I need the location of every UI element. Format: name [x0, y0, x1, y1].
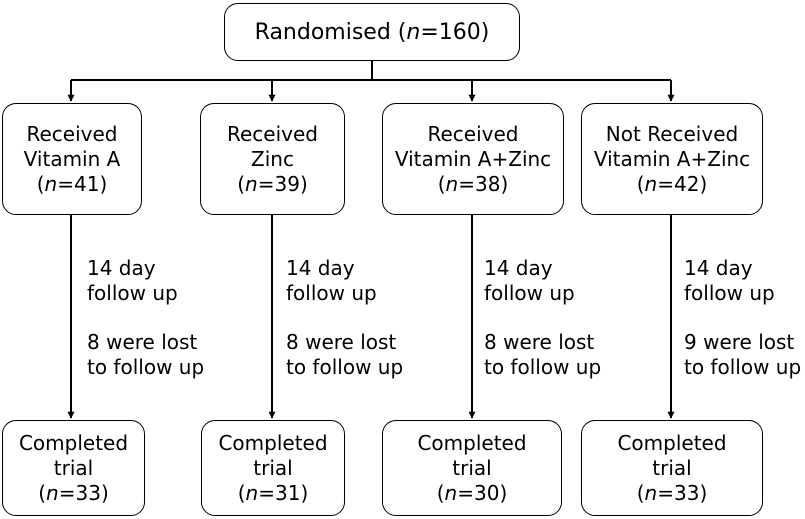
- followup-note: 14 day follow up 9 were lost to follow u…: [684, 256, 801, 380]
- completed-box: Completed trial (n=33): [2, 420, 145, 516]
- completed-line2: trial: [652, 455, 692, 480]
- completed-line2: trial: [452, 455, 492, 480]
- lost-line2: to follow up: [286, 355, 404, 379]
- group-box-vitamin-a-zinc: Received Vitamin A+Zinc (n=38): [382, 103, 564, 215]
- n-symbol: n: [44, 171, 58, 196]
- group-count-value: =38): [458, 171, 509, 196]
- followup-note: 14 day follow up 8 were lost to follow u…: [87, 256, 204, 380]
- group-count-value: =41): [57, 171, 108, 196]
- followup-note: 14 day follow up 8 were lost to follow u…: [484, 256, 601, 380]
- followup-line1: 14 day: [684, 256, 753, 280]
- followup-line1: 14 day: [484, 256, 553, 280]
- followup-line2: follow up: [87, 281, 178, 305]
- randomised-count: =160): [420, 19, 490, 45]
- completed-line1: Completed: [218, 430, 328, 455]
- completed-count-value: =31): [258, 480, 309, 505]
- completed-count-value: =33): [58, 480, 109, 505]
- group-count: (n=42): [636, 171, 708, 196]
- group-count: (n=41): [36, 171, 108, 196]
- completed-count-value: =30): [457, 480, 508, 505]
- completed-box: Completed trial (n=30): [382, 420, 562, 516]
- lost-line1: 8 were lost: [484, 330, 595, 354]
- group-label-line2: Vitamin A+Zinc: [394, 146, 552, 171]
- n-symbol: n: [444, 480, 458, 505]
- group-box-zinc: Received Zinc (n=39): [200, 103, 345, 215]
- group-label-line2: Vitamin A: [23, 146, 121, 171]
- n-symbol: n: [245, 480, 259, 505]
- n-symbol: n: [46, 480, 59, 505]
- completed-line2: trial: [253, 455, 293, 480]
- randomised-line: Randomised (n=160): [254, 19, 490, 45]
- group-label-line1: Received: [26, 121, 118, 146]
- group-label-line1: Received: [227, 121, 318, 146]
- completed-line1: Completed: [617, 430, 727, 455]
- group-count-value: =42): [657, 171, 708, 196]
- completed-count: (n=33): [636, 480, 708, 505]
- followup-line2: follow up: [286, 281, 377, 305]
- completed-line1: Completed: [18, 430, 129, 455]
- completed-count: (n=30): [436, 480, 508, 505]
- lost-line1: 9 were lost: [684, 330, 795, 354]
- completed-count-value: =33): [657, 480, 708, 505]
- n-symbol: n: [644, 480, 658, 505]
- n-symbol: n: [445, 171, 459, 196]
- group-box-not-received: Not Received Vitamin A+Zinc (n=42): [581, 103, 763, 215]
- group-count: (n=39): [237, 171, 308, 196]
- lost-line2: to follow up: [484, 355, 602, 379]
- group-box-vitamin-a: Received Vitamin A (n=41): [2, 103, 142, 215]
- lost-line1: 8 were lost: [286, 330, 397, 354]
- group-count: (n=38): [437, 171, 509, 196]
- completed-line1: Completed: [417, 430, 527, 455]
- completed-count: (n=31): [237, 480, 309, 505]
- completed-line2: trial: [53, 455, 94, 480]
- followup-line2: follow up: [484, 281, 575, 305]
- randomised-box: Randomised (n=160): [224, 3, 520, 61]
- group-label-line1: Not Received: [605, 121, 739, 146]
- followup-line1: 14 day: [87, 256, 156, 280]
- group-label-line2: Vitamin A+Zinc: [593, 146, 751, 171]
- completed-box: Completed trial (n=33): [581, 420, 763, 516]
- n-symbol: n: [406, 19, 421, 45]
- group-count-value: =39): [257, 171, 308, 196]
- randomised-label: Randomised: [254, 19, 391, 45]
- group-label-line1: Received: [427, 121, 519, 146]
- followup-line2: follow up: [684, 281, 775, 305]
- followup-line1: 14 day: [286, 256, 355, 280]
- completed-count: (n=33): [38, 480, 109, 505]
- lost-line2: to follow up: [684, 355, 802, 379]
- n-symbol: n: [245, 171, 258, 196]
- followup-note: 14 day follow up 8 were lost to follow u…: [286, 256, 403, 380]
- group-label-line2: Zinc: [251, 146, 294, 171]
- lost-line2: to follow up: [87, 355, 205, 379]
- lost-line1: 8 were lost: [87, 330, 198, 354]
- n-symbol: n: [644, 171, 658, 196]
- completed-box: Completed trial (n=31): [201, 420, 345, 516]
